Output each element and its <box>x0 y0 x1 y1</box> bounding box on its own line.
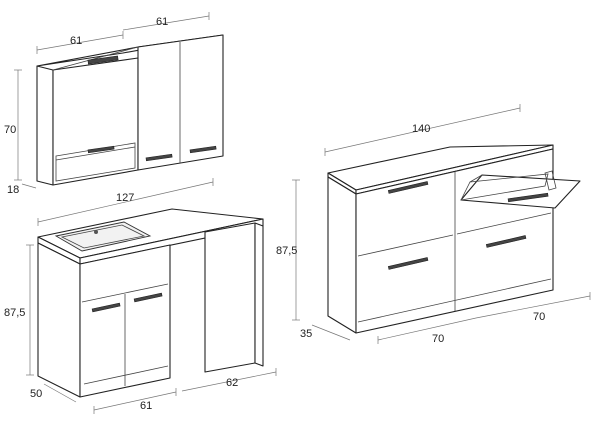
vanity-basin <box>54 221 152 252</box>
tilt-out-drawer-inner <box>460 173 549 201</box>
vanity-unit: 127 87,5 50 61 62 <box>4 178 277 414</box>
mirror-cabinet: 61 61 70 18 <box>4 12 224 196</box>
handle-icon <box>387 181 429 194</box>
handle-icon <box>387 257 429 270</box>
mirror-width-right-label: 61 <box>156 16 168 28</box>
vanity-side-width-label: 62 <box>226 377 238 389</box>
handle-icon <box>485 235 527 248</box>
mirror-width-left-label: 61 <box>70 35 82 47</box>
laundry-height-label: 87,5 <box>276 245 297 257</box>
vanity-cabinet-width-label: 61 <box>140 400 152 412</box>
mirror-cabinet-left-door <box>52 57 139 186</box>
laundry-drawer-split-right <box>456 212 552 235</box>
laundry-drawer-split-left <box>357 234 454 257</box>
mirror-height-label: 70 <box>4 124 16 136</box>
laundry-width-label: 140 <box>412 123 430 135</box>
handle-icon <box>189 145 217 154</box>
handle-icon <box>87 145 115 154</box>
handle-icon <box>145 153 173 162</box>
tilt-out-drawer-front <box>460 174 581 209</box>
laundry-module-left-label: 70 <box>432 333 444 345</box>
vanity-side-panel <box>204 222 256 373</box>
vanity-side-panel-edge <box>254 222 264 367</box>
vanity-drawer-line <box>81 283 169 303</box>
drain-icon <box>94 230 98 234</box>
tilt-out-hinge <box>544 170 557 191</box>
vanity-depth-label: 50 <box>30 388 42 400</box>
laundry-module-right-label: 70 <box>533 311 545 323</box>
mirror-depth-label: 18 <box>7 184 19 196</box>
vanity-width-label: 127 <box>116 192 134 204</box>
vanity-cabinet-side <box>37 242 81 398</box>
handle-icon <box>91 302 121 313</box>
mirror-cabinet-right-doors <box>137 34 224 171</box>
mirror-cabinet-left-side <box>36 65 54 186</box>
laundry-cabinet: 140 87,5 35 70 70 <box>276 104 591 345</box>
laundry-depth-label: 35 <box>300 328 312 340</box>
light-fixture <box>87 55 119 65</box>
handle-icon <box>133 292 163 303</box>
laundry-cabinet-side <box>327 176 357 334</box>
vanity-height-label: 87,5 <box>4 307 25 319</box>
handle-icon <box>507 192 549 203</box>
